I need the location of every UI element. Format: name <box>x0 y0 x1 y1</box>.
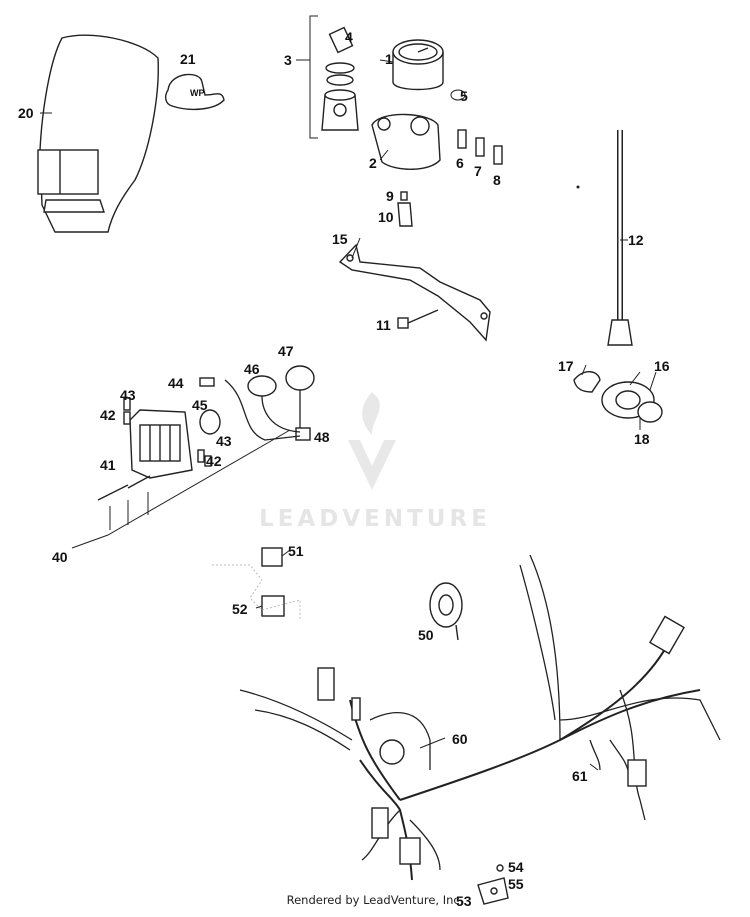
callout-53: 53 <box>456 893 472 909</box>
callout-4: 4 <box>345 29 353 45</box>
socket-wire-a <box>224 379 301 441</box>
ignition-switch <box>321 26 359 131</box>
pressure-switch <box>397 191 413 227</box>
callout-46: 46 <box>244 361 260 377</box>
callout-41: 41 <box>100 457 116 473</box>
speedo-cable <box>607 130 633 346</box>
callout-15: 15 <box>332 231 348 247</box>
horn <box>429 582 463 641</box>
callout-11: 11 <box>376 317 391 333</box>
callout-43a: 43 <box>120 387 136 403</box>
callout-18: 18 <box>634 431 650 447</box>
callout-1: 1 <box>385 51 393 67</box>
footer-credit: Rendered by LeadVenture, Inc. <box>286 893 464 907</box>
callout-6: 6 <box>456 155 464 171</box>
adjust-screws <box>97 397 212 501</box>
bulb-socket <box>247 365 315 441</box>
callout-12: 12 <box>628 232 644 248</box>
leader-40 <box>71 429 291 549</box>
callout-52: 52 <box>232 601 248 617</box>
callout-16: 16 <box>654 358 670 374</box>
headlight-mask <box>37 34 159 233</box>
mount-plate <box>477 864 509 905</box>
relay-51 <box>261 547 283 567</box>
clamp-wp: WP <box>164 73 225 111</box>
leader-lines <box>40 59 657 771</box>
callout-47: 47 <box>278 343 294 359</box>
headlight-unit <box>129 409 193 479</box>
callout-17: 17 <box>558 358 574 374</box>
socket-wire-b <box>261 395 301 433</box>
wiring-harness <box>239 554 721 881</box>
group-bracket-3 <box>309 15 318 139</box>
callout-50: 50 <box>418 627 434 643</box>
clamp-label: WP <box>190 88 205 98</box>
callout-42b: 42 <box>206 453 222 469</box>
callout-7: 7 <box>474 163 482 179</box>
callout-61: 61 <box>572 768 588 784</box>
instrument-bracket <box>371 113 441 170</box>
callout-44: 44 <box>168 375 184 391</box>
grommet-5 <box>450 89 466 101</box>
relay-52 <box>261 595 285 617</box>
callout-54: 54 <box>508 859 524 875</box>
callout-3: 3 <box>284 52 292 68</box>
callout-60: 60 <box>452 731 468 747</box>
callout-labels: 1 2 3 4 5 6 7 8 9 10 11 12 15 16 17 18 2… <box>18 29 670 909</box>
callout-8: 8 <box>493 172 501 188</box>
speedometer <box>392 39 444 91</box>
callout-2: 2 <box>369 155 377 171</box>
callout-42a: 42 <box>100 407 116 423</box>
headlight-bracket <box>338 243 491 342</box>
relay-ghost-outline <box>212 564 301 620</box>
callout-21: 21 <box>180 51 196 67</box>
callout-20: 20 <box>18 105 34 121</box>
callout-40: 40 <box>52 549 68 565</box>
callout-5: 5 <box>460 88 468 104</box>
callout-43b: 43 <box>216 433 232 449</box>
dot-mark <box>576 185 580 189</box>
bolt-11 <box>397 309 439 329</box>
harness-connectors <box>317 615 685 865</box>
speedo-drive <box>573 371 663 423</box>
leadventure-watermark: LEADVENTURE <box>259 392 491 532</box>
callout-51: 51 <box>288 543 304 559</box>
callout-45: 45 <box>192 397 208 413</box>
watermark-text: LEADVENTURE <box>259 506 491 532</box>
callout-55: 55 <box>508 876 524 892</box>
callout-48: 48 <box>314 429 330 445</box>
callout-9: 9 <box>386 188 394 204</box>
indicator-bulbs <box>457 129 503 165</box>
callout-10: 10 <box>378 209 394 225</box>
headlight-bulbs <box>199 377 221 435</box>
